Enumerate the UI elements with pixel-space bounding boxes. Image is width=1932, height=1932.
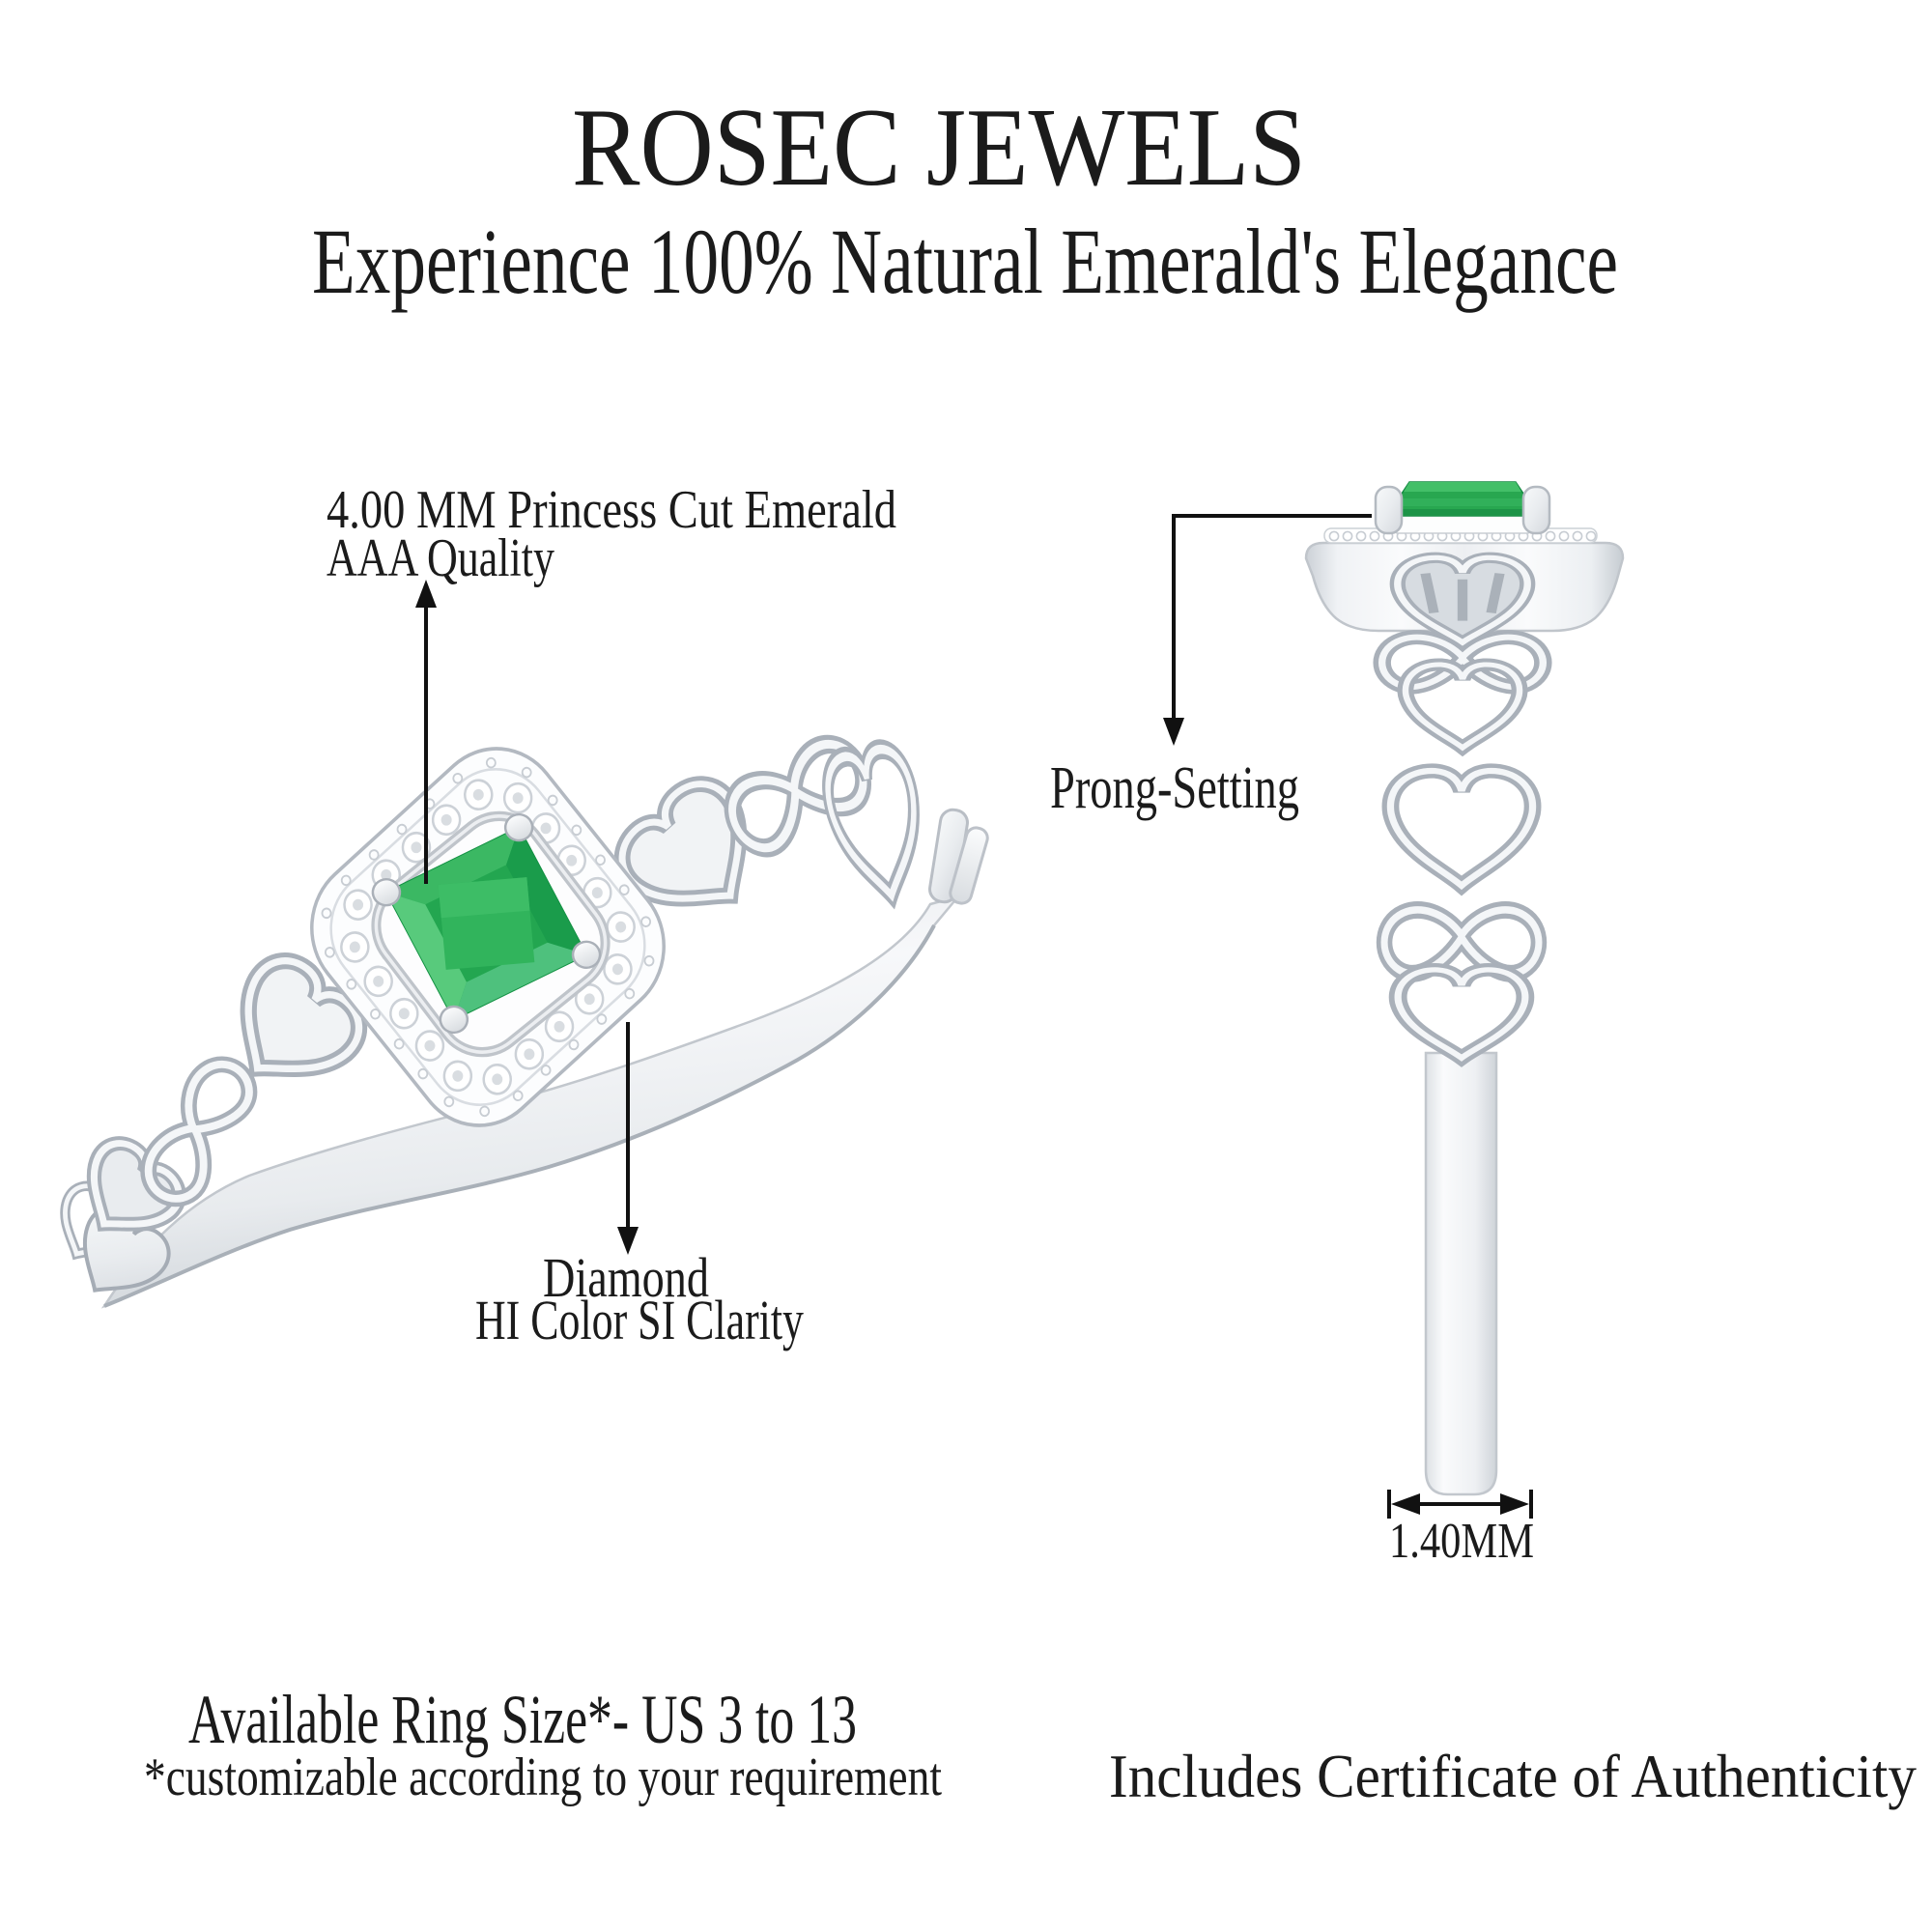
svg-text:Experience 100% Natural Emeral: Experience 100% Natural Emerald's Elegan… bbox=[312, 210, 1618, 313]
svg-text:Available Ring Size*- US 3 to: Available Ring Size*- US 3 to 13 bbox=[188, 1681, 857, 1758]
svg-text:Diamond: Diamond bbox=[543, 1246, 709, 1309]
svg-text:AAA Quality: AAA Quality bbox=[327, 528, 554, 588]
svg-text:Includes Certificate of Authen: Includes Certificate of Authenticity bbox=[1109, 1743, 1917, 1810]
svg-text:Prong-Setting: Prong-Setting bbox=[1050, 755, 1299, 821]
svg-text:ROSEC JEWELS: ROSEC JEWELS bbox=[572, 86, 1306, 209]
svg-text:1.40MM: 1.40MM bbox=[1389, 1514, 1534, 1569]
svg-text:HI Color SI Clarity: HI Color SI Clarity bbox=[475, 1289, 804, 1351]
svg-text:4.00 MM Princess Cut Emerald: 4.00 MM Princess Cut Emerald bbox=[327, 480, 896, 540]
svg-text:*customizable according to you: *customizable according to your requirem… bbox=[144, 1747, 942, 1807]
